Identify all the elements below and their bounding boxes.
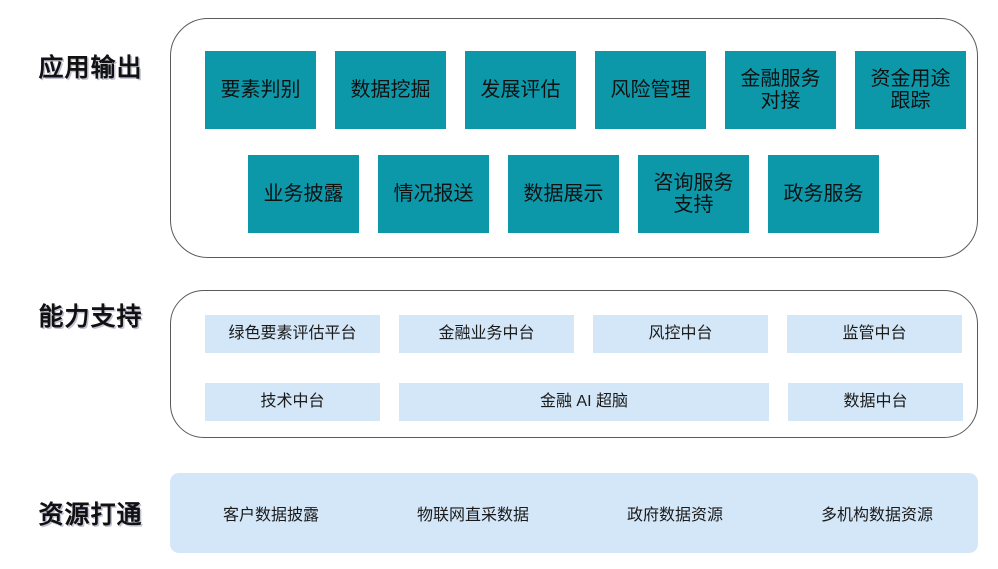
res-item-customer-data-disclosure[interactable]: 客户数据披露 [222,507,319,524]
cap-box-data-midend[interactable]: 数据中台 [788,383,963,421]
row-label-application-output: 应用输出 [38,54,143,82]
cap-box-financial-ai-superbrain[interactable]: 金融 AI 超脑 [399,383,769,421]
app-box-development-assessment[interactable]: 发展评估 [465,51,576,129]
app-box-fund-usage-tracking[interactable]: 资金用途 跟踪 [855,51,966,129]
res-item-iot-direct-collected-data[interactable]: 物联网直采数据 [416,507,529,524]
application-output-row-1: 要素判别 数据挖掘 发展评估 风险管理 金融服务 对接 资金用途 跟踪 [205,51,966,129]
app-box-government-service[interactable]: 政务服务 [768,155,879,233]
app-box-element-identification[interactable]: 要素判别 [205,51,316,129]
capability-support-row-2: 技术中台 金融 AI 超脑 数据中台 [205,383,963,421]
app-box-financial-service-docking[interactable]: 金融服务 对接 [725,51,836,129]
resource-integration-bar: 客户数据披露 物联网直采数据 政府数据资源 多机构数据资源 [170,473,978,553]
app-box-data-display[interactable]: 数据展示 [508,155,619,233]
application-output-row-2: 业务披露 情况报送 数据展示 咨询服务 支持 政务服务 [248,155,879,233]
row-label-resource-integration: 资源打通 [38,501,143,529]
app-box-business-disclosure[interactable]: 业务披露 [248,155,359,233]
cap-box-green-element-assessment-platform[interactable]: 绿色要素评估平台 [205,315,380,353]
cap-box-supervision-midend[interactable]: 监管中台 [787,315,962,353]
app-box-consulting-service-support[interactable]: 咨询服务 支持 [638,155,749,233]
cap-box-financial-business-midend[interactable]: 金融业务中台 [399,315,574,353]
app-box-situation-reporting[interactable]: 情况报送 [378,155,489,233]
app-box-risk-management[interactable]: 风险管理 [595,51,706,129]
res-item-multi-institution-data-resources[interactable]: 多机构数据资源 [820,507,933,524]
row-label-capability-support: 能力支持 [38,303,143,331]
app-box-data-mining[interactable]: 数据挖掘 [335,51,446,129]
cap-box-technology-midend[interactable]: 技术中台 [205,383,380,421]
capability-support-row-1: 绿色要素评估平台 金融业务中台 风控中台 监管中台 [205,315,962,353]
res-item-government-data-resources[interactable]: 政府数据资源 [626,507,723,524]
cap-box-risk-control-midend[interactable]: 风控中台 [593,315,768,353]
